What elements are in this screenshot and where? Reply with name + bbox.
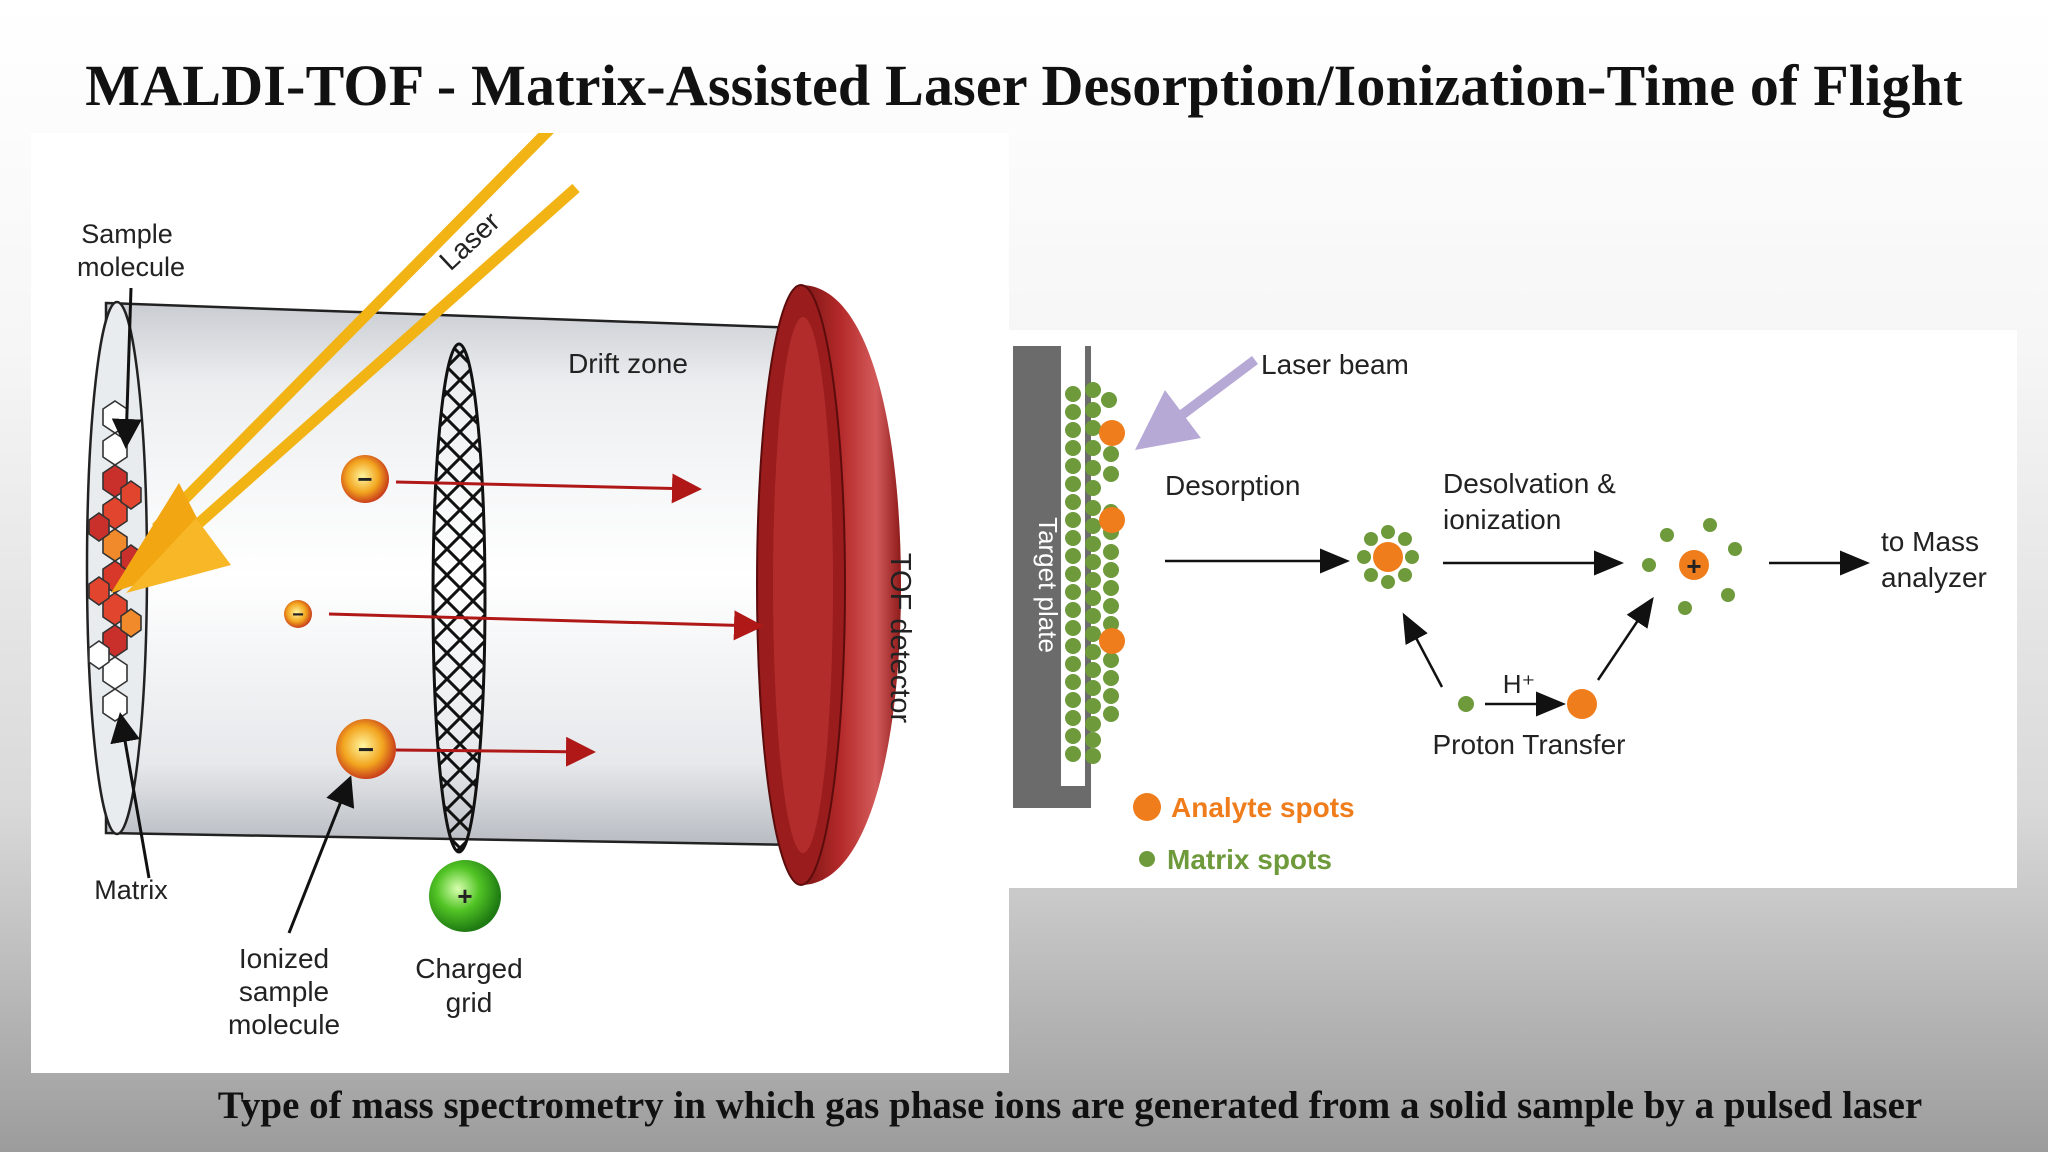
to-mass-label-1: to Mass [1881, 526, 1979, 557]
laser-beam-2 [167, 183, 580, 553]
ion-trajectory-1 [395, 473, 702, 504]
legend-matrix-swatch [1139, 851, 1155, 867]
legend-matrix-label: Matrix spots [1167, 844, 1332, 875]
tof-diagram-panel: − − − + Sample molecule Laser Drift zone… [31, 133, 1009, 1073]
desorption-diagram-panel: Target plate [1009, 330, 2017, 888]
charged-grid-mesh [431, 342, 487, 854]
tof-diagram: − − − + Sample molecule Laser Drift zone… [77, 133, 916, 1040]
drift-zone-label: Drift zone [568, 348, 688, 379]
footer-caption: Type of mass spectrometry in which gas p… [217, 1084, 1923, 1127]
laser-arrowhead-2 [126, 518, 231, 593]
legend-analyte-label: Analyte spots [1171, 792, 1355, 823]
tof-detector-label: TOF detector [884, 553, 916, 724]
ionized-label-1: Ionized [239, 943, 329, 974]
ionized-molecule-pointer [287, 775, 355, 934]
ion-large-charge: − [358, 734, 374, 765]
ion-small [284, 600, 312, 628]
ionized-analyte-plus: + [1686, 551, 1701, 581]
desolvation-label-1: Desolvation & [1443, 468, 1616, 499]
matrix-label: Matrix [94, 875, 168, 905]
ionized-label-2: sample [239, 976, 329, 1007]
sample-molecule-pointer [111, 287, 142, 449]
matrix-layer [1065, 382, 1119, 764]
legend-analyte-swatch [1133, 793, 1161, 821]
sample-molecule-label-2: molecule [77, 252, 185, 282]
ion-trajectory-2 [328, 610, 764, 641]
desorption-label: Desorption [1165, 470, 1300, 501]
ion-trajectory-3 [395, 736, 596, 767]
protonated-analyte [1567, 689, 1597, 719]
ion-medium [341, 455, 389, 503]
ion-large [336, 719, 396, 779]
sample-molecule-label-1: Sample [81, 219, 173, 249]
desorption-diagram: Target plate [1013, 346, 1987, 875]
proton-transfer-label: Proton Transfer [1433, 729, 1626, 760]
laser-beam-arrow [1135, 356, 1258, 450]
charged-grid-label-1: Charged [415, 953, 522, 984]
ion-medium-charge: − [357, 464, 372, 494]
matrix-pointer [110, 712, 151, 879]
desolvation-label-2: ionization [1443, 504, 1561, 535]
h-plus-label: H⁺ [1503, 669, 1536, 699]
to-mass-label-2: analyzer [1881, 562, 1987, 593]
laser-beam-label: Laser beam [1261, 349, 1409, 380]
ionized-analyte-cluster: + [1642, 518, 1742, 615]
charged-grid-plus: + [457, 881, 472, 911]
ion-small-charge: − [292, 604, 304, 626]
ionized-label-3: molecule [228, 1009, 340, 1040]
matrix-crystals [88, 400, 142, 722]
tof-detector-inner [773, 317, 833, 853]
proton-donor-matrix [1458, 696, 1474, 712]
charged-grid-symbol [429, 860, 501, 932]
page-title: MALDI-TOF - Matrix-Assisted Laser Desorp… [85, 53, 1963, 118]
charged-grid-label-2: grid [446, 987, 493, 1018]
laser-beam-1 [152, 133, 554, 532]
desorbed-cluster [1357, 525, 1419, 589]
target-plate-label: Target plate [1033, 517, 1063, 653]
proton-transfer-ion-arrow [1596, 596, 1654, 681]
proton-transfer-up-arrow [1402, 612, 1444, 688]
analyte-in-matrix [1099, 420, 1125, 654]
